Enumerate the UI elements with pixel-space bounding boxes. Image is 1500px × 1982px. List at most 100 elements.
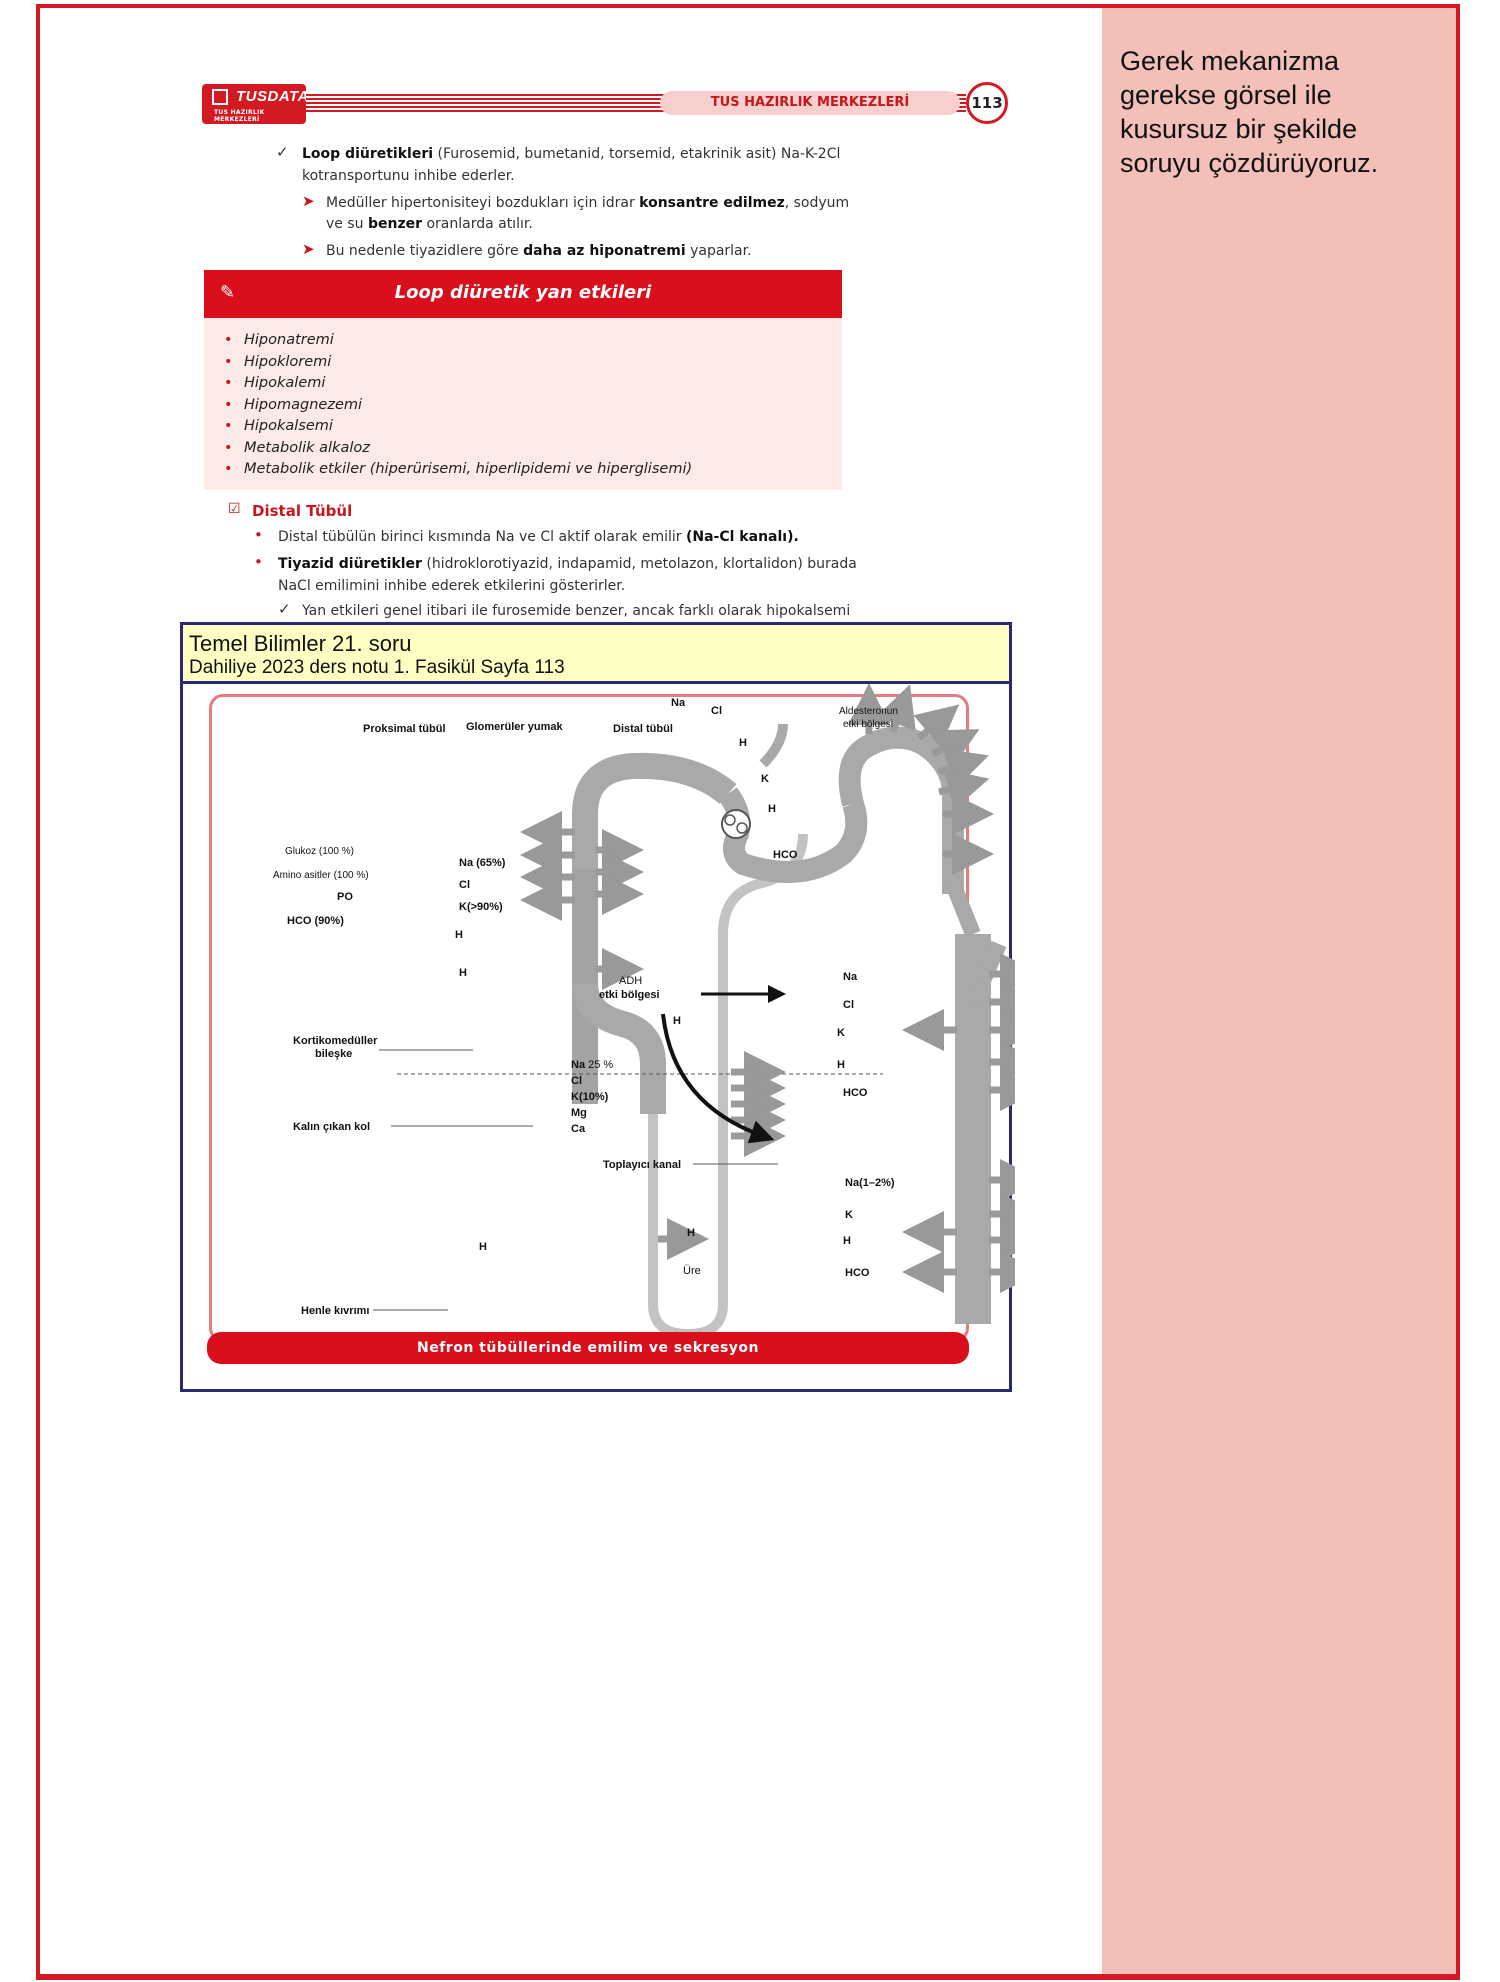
- bullet1-line1: Medüller hipertonisiteyi bozdukları için…: [326, 192, 849, 214]
- bullet1-text3: ve su: [326, 216, 368, 232]
- page-number: 113: [966, 82, 1008, 124]
- question-line2: Dahiliye 2023 ders notu 1. Fasikül Sayfa…: [189, 657, 565, 678]
- bullet2-text: Bu nedenle tiyazidlere göre: [326, 243, 524, 259]
- side-effect-item: Hiponatremi: [224, 330, 842, 352]
- logo-subtext: TUS HAZIRLIK MERKEZLERİ: [214, 109, 265, 123]
- label-na-top: Na: [671, 697, 686, 709]
- loop-intro-line2: kotransportunu inhibe ederler.: [302, 168, 515, 184]
- label-aldo1: Aldesteronun: [839, 706, 898, 717]
- figure-box: Proksimal tübül Glomerüler yumak Distal …: [180, 684, 1015, 1392]
- loop-intro-line1: Loop diüretikleri (Furosemid, bumetanid,…: [302, 143, 840, 165]
- bullet1-bold: konsantre edilmez: [639, 195, 785, 211]
- side-effect-item: Hipomagnezemi: [224, 395, 842, 417]
- label-h2o-henle: H: [479, 1241, 487, 1253]
- loop-intro-bold: Loop diüretikleri: [302, 146, 434, 162]
- bullet2: Bu nedenle tiyazidlere göre daha az hipo…: [326, 240, 752, 262]
- nephron-diagram: Proksimal tübül Glomerüler yumak Distal …: [273, 684, 1015, 1340]
- check-icon: ✓: [278, 600, 291, 618]
- tusdata-logo: TUSDATA TUS HAZIRLIK MERKEZLERİ: [202, 84, 309, 124]
- page-bottom-border: [36, 1974, 1460, 1980]
- distal-line1-text: Distal tübülün birinci kısmında Na ve Cl…: [278, 529, 686, 545]
- distal-line4: Yan etkileri genel itibari ile furosemid…: [302, 603, 851, 619]
- label-toplayici: Toplayıcı kanal: [603, 1159, 681, 1171]
- leader-lines: [373, 1049, 778, 1311]
- side-effects-list: HiponatremiHipokloremiHipokalemiHipomagn…: [204, 318, 842, 481]
- label-cl-prox: Cl: [459, 879, 470, 891]
- label-ure: Üre: [683, 1265, 701, 1277]
- question-reference-box: Temel Bilimler 21. soru Dahiliye 2023 de…: [180, 622, 1012, 684]
- label-po4: PO: [337, 891, 353, 903]
- label-h-top: H: [768, 803, 776, 815]
- bullet1-text4: oranlarda atılır.: [422, 216, 533, 232]
- label-h2o-top: H: [739, 737, 747, 749]
- label-na-25: Na 25 %: [571, 1059, 613, 1071]
- distal-line2-text: (hidroklorotiyazid, indapamid, metolazon…: [421, 556, 857, 572]
- label-k-top: K: [761, 773, 769, 785]
- label-aldo2: etki bölgesi: [843, 719, 893, 730]
- side-effects-header: ✎ Loop diüretik yan etkileri: [204, 270, 842, 318]
- label-h-prox: H: [455, 929, 463, 941]
- side-panel: [1102, 8, 1456, 1974]
- distal-line2-bold: Tiyazid diüretikler: [278, 556, 422, 572]
- label-h-late: H: [843, 1235, 851, 1247]
- page-frame: [36, 4, 1460, 1978]
- bullet1-text: Medüller hipertonisiteyi bozdukları için…: [326, 195, 640, 211]
- side-panel-text: Gerek mekanizma gerekse görsel ile kusur…: [1120, 46, 1379, 178]
- transport-arrows: [520, 684, 1015, 1293]
- question-line1: Temel Bilimler 21. soru: [189, 631, 412, 656]
- label-adh-bolge: etki bölgesi: [599, 989, 660, 1001]
- side-effect-item: Metabolik etkiler (hiperürisemi, hiperli…: [224, 459, 842, 481]
- side-effects-body: HiponatremiHipokloremiHipokalemiHipomagn…: [204, 318, 842, 490]
- label-glukoz: Glukoz (100 %): [285, 846, 354, 857]
- label-cl-top: Cl: [711, 705, 722, 717]
- label-k-late: K: [845, 1209, 853, 1221]
- label-k-cd: K: [837, 1027, 845, 1039]
- bullet2-bold: daha az hiponatremi: [523, 243, 686, 259]
- label-h2o-late: H: [687, 1227, 695, 1239]
- distal-line1: Distal tübülün birinci kısmında Na ve Cl…: [278, 526, 799, 548]
- label-kalin: Kalın çıkan kol: [293, 1121, 370, 1133]
- label-hco3-90: HCO (90%): [287, 915, 344, 927]
- figure-caption: Nefron tübüllerinde emilim ve sekresyon: [207, 1332, 969, 1364]
- bullet1-line2: ve su benzer oranlarda atılır.: [326, 213, 533, 235]
- label-mg: Mg: [571, 1107, 587, 1119]
- distal-line1-bold: (Na-Cl kanalı).: [685, 529, 799, 545]
- label-kortiko1: Kortikomedüller: [293, 1035, 378, 1047]
- bullet-icon: •: [254, 526, 263, 544]
- pen-icon: ✎: [220, 282, 236, 303]
- label-h2o-mid: H: [673, 1015, 681, 1027]
- label-cl-thick: Cl: [571, 1075, 582, 1087]
- bullet-icon: •: [254, 553, 263, 571]
- label-na-12: Na(1–2%): [845, 1177, 895, 1189]
- checkbox-icon: ☑: [228, 501, 241, 517]
- bullet1-bold2: benzer: [367, 216, 422, 232]
- label-ca: Ca: [571, 1123, 586, 1135]
- distal-line2: Tiyazid diüretikler (hidroklorotiyazid, …: [278, 553, 857, 575]
- distal-line3: NaCl emilimini inhibe ederek etkilerini …: [278, 578, 626, 594]
- label-k-10: K(10%): [571, 1091, 609, 1103]
- loop-intro-rest: (Furosemid, bumetanid, torsemid, etakrin…: [433, 146, 841, 162]
- logo-text: TUSDATA: [236, 88, 309, 105]
- label-distal: Distal tübül: [613, 723, 673, 735]
- label-hco3-cd: HCO: [843, 1087, 868, 1099]
- label-hco3-late: HCO: [845, 1267, 870, 1279]
- side-effect-item: Metabolik alkaloz: [224, 438, 842, 460]
- check-icon: ✓: [276, 143, 289, 161]
- side-effect-item: Hipokalsemi: [224, 416, 842, 438]
- arrow-bullet-icon: ➤: [302, 240, 315, 258]
- bullet1-text2: , sodyum: [784, 195, 850, 211]
- label-na-65: Na (65%): [459, 857, 506, 869]
- label-henle: Henle kıvrımı: [301, 1305, 369, 1317]
- side-effect-item: Hipokloremi: [224, 352, 842, 374]
- side-effects-title: Loop diüretik yan etkileri: [394, 282, 652, 303]
- label-h-cd: H: [837, 1059, 845, 1071]
- label-adh: ADH: [619, 975, 642, 987]
- label-amino: Amino asitler (100 %): [273, 870, 369, 881]
- side-effect-item: Hipokalemi: [224, 373, 842, 395]
- label-na-cd: Na: [843, 971, 858, 983]
- arrow-bullet-icon: ➤: [302, 192, 315, 210]
- distal-title: Distal Tübül: [252, 502, 353, 520]
- label-cl-cd: Cl: [843, 999, 854, 1011]
- adh-curve-arrow: [661, 1013, 775, 1144]
- label-glomeruler: Glomerüler yumak: [466, 721, 563, 733]
